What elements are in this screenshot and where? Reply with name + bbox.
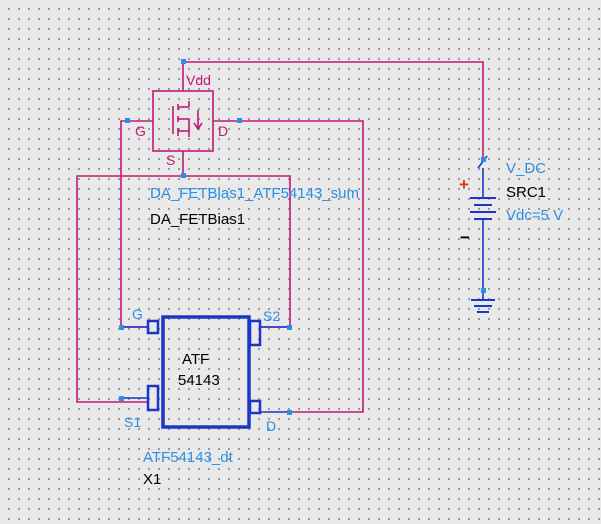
transistor-pin-s2-label: S2 bbox=[263, 308, 281, 324]
fet-bias-model-label[interactable]: DA_FETBias1_ATF54143_sum bbox=[150, 185, 359, 202]
source-type-label[interactable]: V_DC bbox=[506, 160, 547, 177]
source-instance-label[interactable]: SRC1 bbox=[506, 184, 547, 201]
fet-bias-body[interactable] bbox=[152, 90, 214, 152]
transistor-component[interactable] bbox=[121, 315, 290, 429]
transistor-pin-s1-label: S1 bbox=[124, 414, 142, 430]
wire-s-loop[interactable] bbox=[182, 151, 291, 328]
source-plus-sign: + bbox=[459, 175, 469, 194]
dc-voltage-source[interactable] bbox=[470, 155, 496, 313]
node-dots bbox=[119, 59, 486, 415]
source-minus-sign: − bbox=[460, 228, 470, 247]
transistor-pad-d bbox=[248, 399, 262, 415]
transistor-instance-label[interactable]: X1 bbox=[143, 471, 162, 488]
wire-s1-loop[interactable] bbox=[76, 175, 183, 403]
fet-pin-d-label: D bbox=[218, 123, 229, 139]
fet-symbol-icon bbox=[172, 101, 203, 137]
ground-icon bbox=[471, 299, 495, 313]
fet-pin-g-label: G bbox=[135, 123, 146, 139]
fet-bias-instance-label[interactable]: DA_FETBias1 bbox=[150, 211, 246, 228]
wires bbox=[76, 61, 484, 413]
fet-pin-s-label: S bbox=[166, 152, 176, 168]
wire-vdd-to-source[interactable] bbox=[182, 61, 484, 160]
transistor-model-label[interactable]: ATF54143_dt bbox=[143, 449, 233, 466]
transistor-pin-d-label: D bbox=[266, 418, 277, 434]
transistor-body-line1: ATF bbox=[182, 351, 210, 368]
transistor-pad-s2 bbox=[248, 319, 262, 347]
wire-g-to-transistor-g[interactable] bbox=[120, 120, 153, 328]
fet-bias-component[interactable] bbox=[152, 90, 214, 152]
transistor-pad-s1 bbox=[146, 384, 160, 412]
fet-pin-vdd-label: Vdd bbox=[186, 72, 211, 88]
transistor-pad-g bbox=[146, 319, 160, 335]
transistor-body[interactable] bbox=[161, 315, 251, 429]
transistor-body-line2: 54143 bbox=[178, 372, 220, 389]
wire-d-to-transistor-d[interactable] bbox=[213, 120, 364, 413]
source-value-label[interactable]: Vdc=5 V bbox=[506, 207, 564, 224]
transistor-pin-g-label: G bbox=[132, 306, 143, 322]
